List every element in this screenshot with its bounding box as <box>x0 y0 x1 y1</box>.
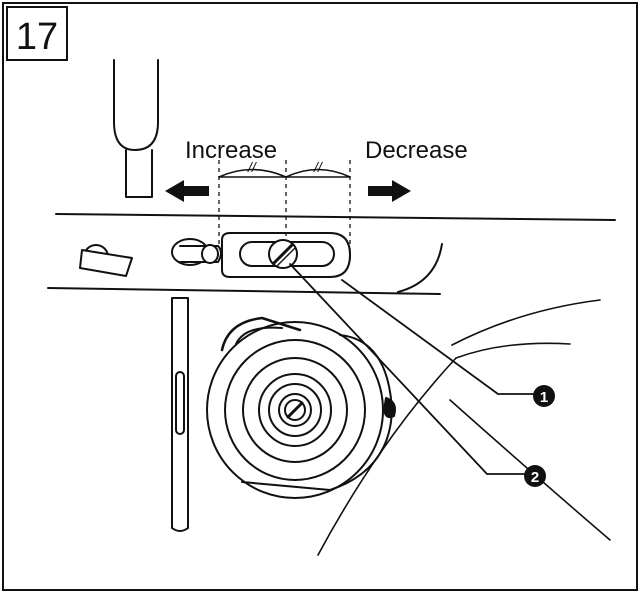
decrease-range-bracket <box>285 168 351 178</box>
thread-line-1 <box>451 299 601 346</box>
increase-range-mark: // <box>247 159 258 175</box>
decrease-range-mark: // <box>313 159 324 175</box>
figure-number-box: 17 <box>6 6 68 61</box>
presser-foot <box>113 59 159 198</box>
leader-line-2 <box>289 263 532 475</box>
adjustment-screw <box>268 239 298 269</box>
callout-badge-2: 2 <box>524 465 546 487</box>
bed-bottom-edge <box>47 287 441 295</box>
callout-1-label: 1 <box>540 389 548 406</box>
callout-badge-1: 1 <box>533 385 555 407</box>
increase-range-bracket <box>218 168 287 178</box>
thread-line-2 <box>317 342 571 556</box>
figure-number: 17 <box>16 16 58 58</box>
bobbin-screw <box>284 399 306 421</box>
eccentric-pin <box>171 238 222 266</box>
callout-2-label: 2 <box>531 469 539 486</box>
decrease-arrow-icon <box>368 180 411 202</box>
feed-guide-curve <box>397 243 443 293</box>
bed-top-edge <box>55 213 616 221</box>
needle-bar <box>171 297 189 532</box>
left-pin <box>79 244 133 277</box>
increase-arrow-icon <box>165 180 209 202</box>
leader-line-1 <box>341 279 542 395</box>
decrease-label: Decrease <box>365 137 468 164</box>
increase-label: Increase <box>185 137 277 164</box>
